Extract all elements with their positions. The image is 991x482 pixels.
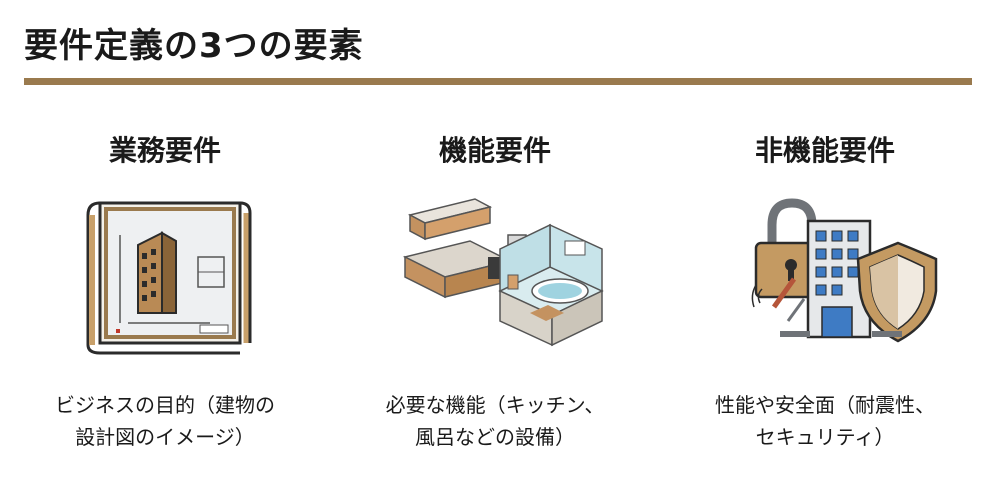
column-business-requirements: 業務要件 ビジネスの目的（建物の 設計図のイメージ） bbox=[15, 125, 315, 453]
description-line-1: 必要な機能（キッチン、 bbox=[385, 393, 605, 417]
page-title: 要件定義の3つの要素 bbox=[24, 26, 364, 66]
description-line-2: 風呂などの設備） bbox=[415, 425, 575, 449]
column-description: 必要な機能（キッチン、 風呂などの設備） bbox=[350, 389, 640, 453]
description-line-1: ビジネスの目的（建物の bbox=[55, 393, 275, 417]
column-nonfunctional-requirements: 非機能要件 性能や安全面（耐震性、 セキュリティ） bbox=[675, 125, 975, 453]
description-line-2: 設計図のイメージ） bbox=[75, 425, 255, 449]
column-heading: 業務要件 bbox=[108, 134, 221, 167]
column-functional-requirements: 機能要件 必要な機能（キッチン、 風呂などの設備） bbox=[345, 125, 645, 453]
column-description: 性能や安全面（耐震性、 セキュリティ） bbox=[680, 389, 970, 453]
title-divider bbox=[24, 78, 972, 85]
column-heading: 非機能要件 bbox=[754, 134, 895, 167]
column-description: ビジネスの目的（建物の 設計図のイメージ） bbox=[20, 389, 310, 453]
column-heading: 機能要件 bbox=[438, 134, 551, 167]
kitchen-bathroom-icon bbox=[402, 198, 604, 347]
description-line-2: セキュリティ） bbox=[755, 425, 895, 449]
description-line-1: 性能や安全面（耐震性、 bbox=[715, 393, 935, 417]
security-building-icon bbox=[751, 198, 938, 343]
blueprint-icon bbox=[86, 201, 252, 355]
